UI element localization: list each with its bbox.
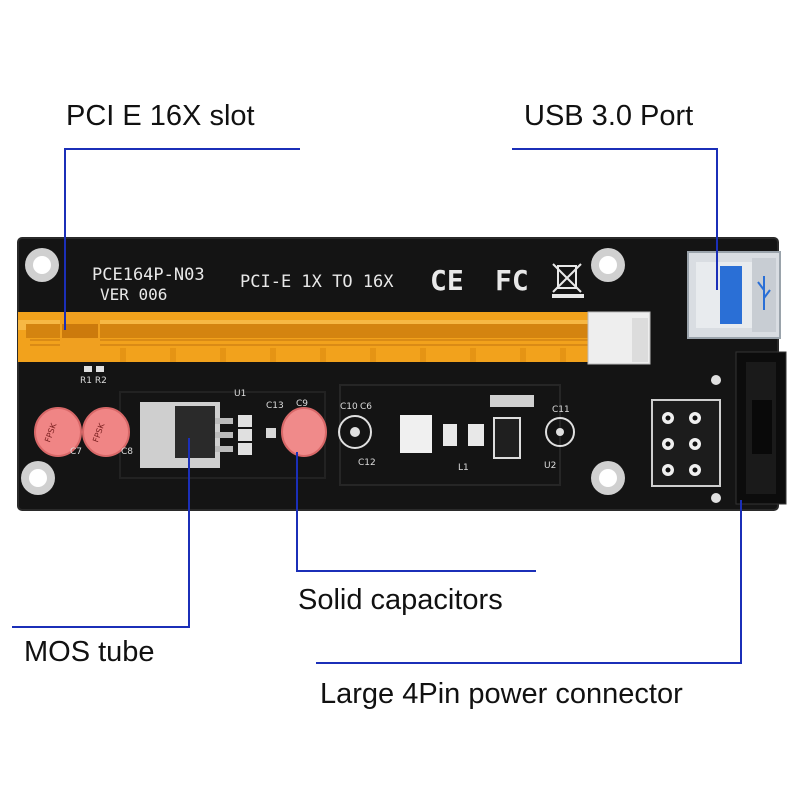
capacitor-c7: FPSK [34, 407, 82, 457]
ref-c7: C7 [70, 447, 82, 457]
label-power-connector: Large 4Pin power connector [320, 678, 683, 710]
weee-bin-icon [552, 263, 584, 298]
callout-line-mos-horizontal [12, 626, 190, 628]
ref-u1: U1 [234, 389, 246, 399]
ref-c8: C8 [121, 447, 133, 457]
callout-line-power-horizontal [316, 662, 742, 664]
ref-l1: L1 [458, 463, 469, 473]
label-solid-capacitors: Solid capacitors [298, 584, 503, 616]
pcie-16x-slot [18, 311, 651, 365]
callout-line-mos-vertical [188, 438, 190, 628]
board-description-text: PCI-E 1X TO 16X [240, 272, 394, 292]
callout-line-pcie-vertical [64, 148, 66, 330]
callout-line-power-vertical [740, 500, 742, 664]
ref-c6: C6 [360, 402, 372, 412]
power-connector-4pin [651, 351, 787, 505]
board-model-text: PCE164P-N03 [92, 265, 205, 285]
callout-line-caps-horizontal [296, 570, 536, 572]
callout-line-pcie-horizontal [64, 148, 300, 150]
mos-tube-u1 [140, 402, 252, 468]
ce-mark-text: CE [430, 264, 464, 297]
ref-c13: C13 [266, 401, 284, 411]
ref-c12: C12 [358, 458, 376, 468]
usb-3-port [687, 251, 781, 339]
label-usb-port: USB 3.0 Port [524, 100, 694, 132]
capacitor-c9 [281, 407, 327, 457]
ref-u2: U2 [544, 461, 556, 471]
ref-c11: C11 [552, 405, 570, 415]
callout-line-usb-vertical [716, 148, 718, 290]
ref-c10: C10 [340, 402, 358, 412]
ref-c9: C9 [296, 399, 308, 409]
label-pcie-slot: PCI E 16X slot [66, 100, 255, 132]
fc-mark-text: FC [495, 264, 529, 297]
callout-line-caps-vertical [296, 452, 298, 572]
label-mos-tube: MOS tube [24, 636, 155, 668]
mounting-hole-icon [21, 248, 625, 495]
callout-line-usb-horizontal [512, 148, 718, 150]
capacitor-c8: FPSK [82, 407, 130, 457]
ref-r1r2: R1 R2 [80, 376, 107, 386]
board-version-text: VER 006 [100, 285, 167, 304]
